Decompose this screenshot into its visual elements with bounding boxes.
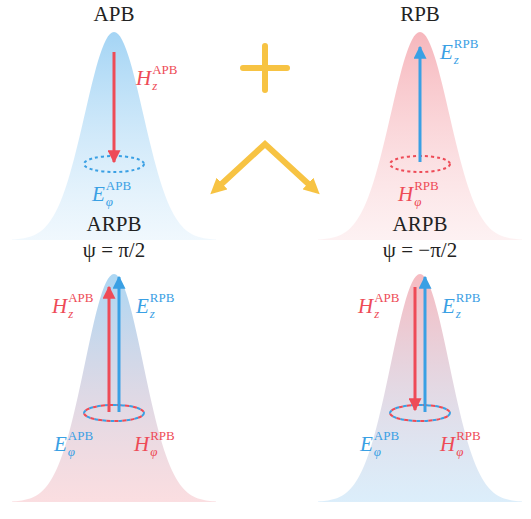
field-subscript: z bbox=[68, 307, 73, 320]
beam-fill bbox=[318, 32, 522, 240]
panel-title: ψ = π/2 bbox=[83, 240, 145, 261]
field-symbol: H bbox=[134, 434, 149, 455]
field-arrow bbox=[108, 287, 111, 412]
beam-panel: APBHzAPBEφAPB bbox=[12, 2, 216, 240]
field-subscript: φ bbox=[150, 445, 157, 458]
field-arrow bbox=[419, 47, 422, 162]
field-subscript: z bbox=[152, 79, 157, 92]
plus-sign bbox=[243, 46, 287, 90]
field-superscript: APB bbox=[106, 179, 131, 192]
field-superscript: RPB bbox=[456, 291, 481, 304]
split-chevron bbox=[215, 144, 315, 190]
field-symbol: H bbox=[52, 296, 67, 317]
field-subscript: φ bbox=[374, 445, 381, 458]
field-superscript: APB bbox=[374, 429, 399, 442]
field-symbol: E bbox=[92, 184, 105, 205]
field-symbol: H bbox=[440, 434, 455, 455]
panel-title: ARPB bbox=[393, 214, 448, 235]
field-subscript: z bbox=[374, 307, 379, 320]
field-subscript: z bbox=[456, 307, 461, 320]
field-superscript: RPB bbox=[414, 179, 439, 192]
field-symbol: E bbox=[442, 296, 455, 317]
panel-title: ψ = −π/2 bbox=[383, 240, 457, 261]
field-symbol: E bbox=[136, 296, 149, 317]
plus-bar bbox=[262, 46, 268, 90]
field-arrow bbox=[113, 52, 116, 162]
panel-title: ARPB bbox=[87, 214, 142, 235]
field-superscript: RPB bbox=[456, 429, 481, 442]
field-superscript: APB bbox=[374, 291, 399, 304]
field-symbol: H bbox=[398, 184, 413, 205]
field-subscript: φ bbox=[456, 445, 463, 458]
field-superscript: APB bbox=[68, 291, 93, 304]
field-arrow bbox=[118, 277, 121, 412]
field-superscript: RPB bbox=[150, 429, 175, 442]
beam-fill bbox=[12, 274, 216, 502]
panel-title: APB bbox=[94, 4, 135, 25]
beam-panel: ARPBψ = π/2HzAPBEzRPBEφAPBHφRPB bbox=[12, 212, 216, 502]
field-symbol: E bbox=[54, 434, 67, 455]
field-subscript: φ bbox=[414, 195, 421, 208]
field-symbol: E bbox=[440, 42, 453, 63]
field-symbol: H bbox=[358, 296, 373, 317]
beam-fill bbox=[12, 32, 216, 240]
beam-panel: RPBEzRPBHφRPB bbox=[318, 2, 522, 240]
field-symbol: E bbox=[360, 434, 373, 455]
field-symbol: H bbox=[136, 68, 151, 89]
panel-title: RPB bbox=[400, 4, 440, 25]
field-subscript: φ bbox=[106, 195, 113, 208]
beam-panel: ARPBψ = −π/2HzAPBEzRPBEφAPBHφRPB bbox=[318, 212, 522, 502]
field-arrow bbox=[424, 277, 427, 412]
field-superscript: APB bbox=[68, 429, 93, 442]
field-superscript: APB bbox=[152, 63, 177, 76]
field-superscript: RPB bbox=[454, 37, 479, 50]
field-superscript: RPB bbox=[150, 291, 175, 304]
beam-fill bbox=[318, 274, 522, 502]
field-arrow bbox=[414, 287, 417, 410]
field-subscript: z bbox=[454, 53, 459, 66]
field-subscript: φ bbox=[68, 445, 75, 458]
beam-profile bbox=[12, 2, 216, 240]
field-subscript: z bbox=[150, 307, 155, 320]
